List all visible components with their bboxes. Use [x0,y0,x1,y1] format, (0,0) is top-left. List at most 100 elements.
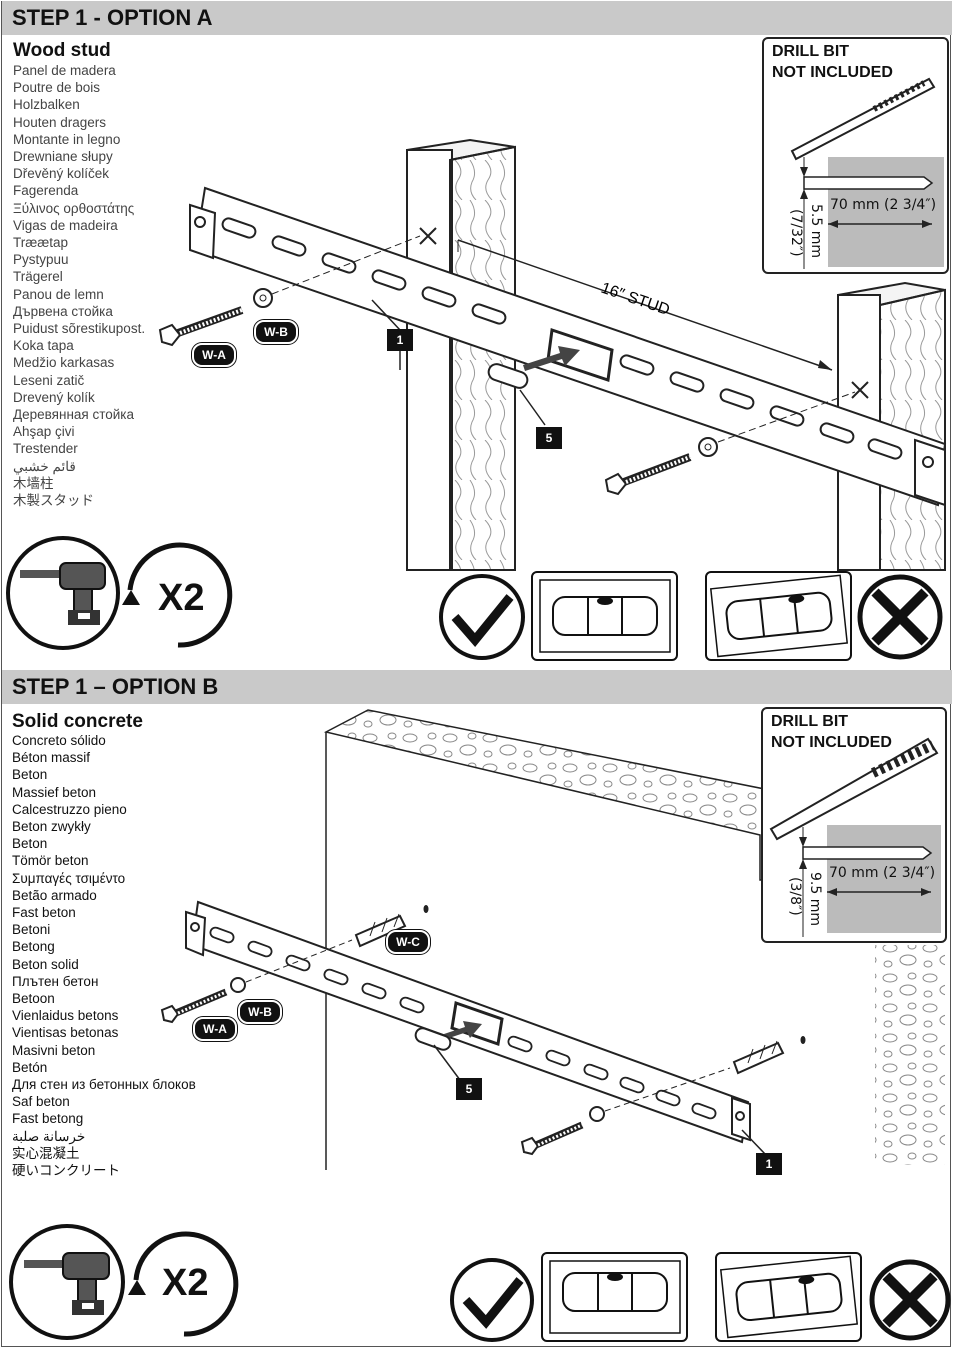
language-name: Ξύλινος ορθοστάτης [13,200,135,216]
callout-spacer-a: 5 [536,427,562,449]
callout-bracket-a: 1 [387,329,413,351]
callout-bracket-b: 1 [756,1153,782,1175]
language-name: Fagerenda [13,183,79,199]
lag-bolt-left [158,288,273,347]
language-name: Плътен бетон [12,973,99,989]
language-name: Betoon [12,991,55,1007]
language-name: Béton massif [12,750,91,766]
lag-bolt-right [604,437,718,496]
language-name: Holzbalken [13,97,80,113]
level-straight-icon-b [541,1252,688,1342]
callout-washer-b: W-B [238,1000,282,1024]
drill-diameter-b: 9.5 mm [807,872,823,926]
lag-bolt-right-b [520,1106,605,1156]
language-name: Puidust sõrestikupost. [13,321,146,337]
power-drill-icon-b [9,1224,125,1340]
drill-diameter-in-a: (7/32″) [788,209,804,257]
language-name: Pystypuu [13,252,69,268]
drill-length-a: 70 mm (2 3/4″) [830,197,937,213]
drill-diameter-in-b: (3/8″) [787,877,803,916]
callout-spacer-b: 5 [456,1078,482,1100]
drill-bit-note-b: DRILL BIT NOT INCLUDED [771,713,892,751]
stud-distance-label: 16″ STUD [599,280,672,319]
language-name: 硬いコンクリート [12,1163,120,1179]
language-name: خرسانة صلبة [12,1128,86,1144]
option-b-header: STEP 1 – OPTION B [2,670,952,704]
language-name: Panou de lemn [13,286,104,302]
language-name: Dřevěný kolíček [13,166,110,182]
repeat-arrow-icon-b [128,1231,239,1337]
language-name: Masivni beton [12,1042,96,1058]
level-tilted-icon-b [715,1252,862,1342]
language-name: Vienlaidus betons [12,1008,119,1024]
drill-bit-diagram-a [790,77,944,269]
language-name: Panel de madera [13,63,116,78]
language-name: Beton [12,836,48,852]
level-tilted-icon [705,571,852,661]
spacer-part [487,363,529,389]
language-name: Vigas de madeira [13,217,118,233]
language-name: Calcestruzzo pieno [12,801,127,817]
power-drill-icon [6,536,120,650]
wall-anchor-left [354,913,407,948]
callout-screw-b: W-A [193,1017,237,1041]
cross-incorrect-icon-b [869,1259,951,1341]
language-name: Tömör beton [12,853,89,869]
language-name: Træætap [13,235,69,251]
language-name: Для стен из бетонных блоков [12,1077,196,1093]
language-name: Saf beton [12,1094,70,1110]
language-name: Trägerel [13,269,63,285]
language-name: Fast betong [12,1111,84,1127]
option-b-illustration [9,709,951,1342]
language-name: Fast beton [12,905,76,921]
level-straight-icon [531,571,678,661]
language-name: Деревянная стойка [13,407,135,423]
language-name: Houten dragers [13,114,107,130]
language-name: 木墙柱 [13,475,54,491]
callout-anchor-b: W-C [386,930,430,954]
callout-washer-a: W-B [254,320,298,344]
language-name: Beton zwykły [12,819,91,835]
language-name: Beton [12,767,48,783]
language-name: Concreto sólido [12,733,106,748]
option-a-header: STEP 1 - OPTION A [2,1,952,35]
language-name: Drevený kolík [13,389,95,405]
language-name: Montante in legno [13,131,121,147]
drill-bit-note-a: DRILL BIT NOT INCLUDED [772,43,893,81]
callout-screw-a: W-A [192,343,236,367]
language-name: Leseni zatič [13,372,85,388]
wood-stud-left [406,138,516,571]
repeat-arrow-icon [122,542,233,648]
drill-bit-diagram-b [769,737,941,937]
language-name: Betón [12,1059,48,1075]
language-name: Massief beton [12,784,97,800]
repeat-count-a: X2 [158,577,205,619]
check-correct-icon [439,574,525,660]
language-name: Συμπαγές τσιμέντο [12,870,126,886]
language-name: Betão armado [12,887,97,903]
drill-bit-box-b: DRILL BIT NOT INCLUDED 70 mm (2 3/4″) 9.… [761,707,947,943]
language-name: Medžio karkasas [13,355,115,371]
language-name: Drewniane słupy [13,149,113,165]
lag-bolt-left-b [160,977,246,1024]
option-a-illustration: 16″ STUD [6,138,947,661]
language-name: Дървена стойка [13,303,113,319]
check-correct-icon-b [450,1258,534,1342]
language-name: Betoni [12,922,51,938]
drill-diameter-a: 5.5 mm [808,204,824,258]
wall-plate-bracket [189,186,947,507]
cross-incorrect-icon [857,574,943,660]
wall-plate-bracket-b [185,900,751,1144]
option-b-title: Solid concrete [12,711,143,732]
language-name: 木製スタッド [13,493,94,509]
language-name: Vientisas betonas [12,1025,119,1041]
language-name: قائم خشبي [13,458,76,474]
language-name: Koka tapa [13,338,74,354]
language-name: Poutre de bois [13,80,101,96]
drill-mark-left [419,227,437,245]
drill-mark-right [851,381,869,399]
language-name: 实心混凝土 [12,1145,80,1161]
drill-bit-box-a: DRILL BIT NOT INCLUDED 70 mm (2 3/4″) 5.… [762,37,949,274]
